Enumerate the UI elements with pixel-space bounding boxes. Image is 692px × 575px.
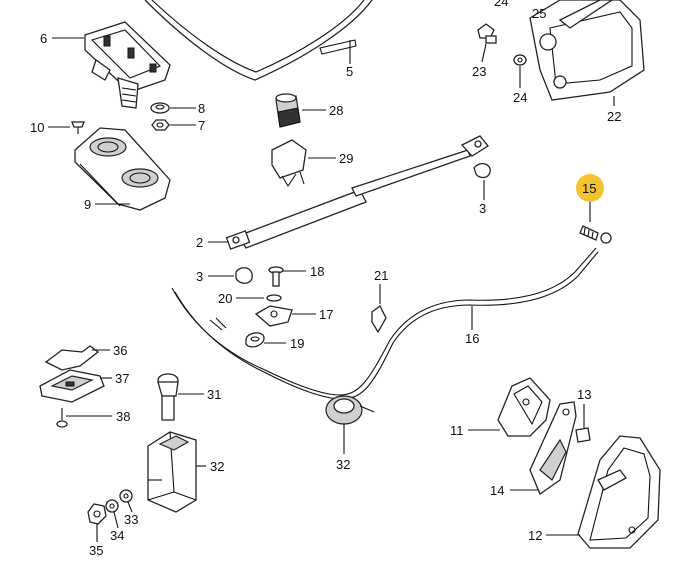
cable-clip-21 <box>371 305 387 334</box>
callout-13: 13 <box>577 387 591 402</box>
callout-32-knob: 32 <box>336 457 350 472</box>
callout-15: 15 <box>582 181 596 196</box>
callout-9: 9 <box>84 197 91 212</box>
callout-18: 18 <box>310 264 324 279</box>
hinge-assembly-22 <box>529 0 645 101</box>
striker-plate-9 <box>74 127 171 211</box>
adjuster-knob-32 <box>325 395 375 425</box>
callout-12: 12 <box>528 528 542 543</box>
callout-35: 35 <box>89 543 103 558</box>
callout-38: 38 <box>116 409 130 424</box>
nut-7 <box>151 119 170 131</box>
callout-21: 21 <box>374 268 388 283</box>
screw-38 <box>56 408 68 428</box>
callout-10: 10 <box>30 120 44 135</box>
highlight-marker-15 <box>576 174 604 202</box>
callout-17: 17 <box>319 307 333 322</box>
lock-cover-12 <box>577 435 661 549</box>
callout-22: 22 <box>607 109 621 124</box>
callout-labels: 6 8 7 10 9 5 28 29 2 3 3 18 20 17 19 21 … <box>30 0 621 558</box>
callout-5: 5 <box>346 64 353 79</box>
callout-3-lower: 3 <box>196 269 203 284</box>
spring-plate-36 <box>44 345 100 371</box>
rubber-bump-28 <box>275 93 301 128</box>
callout-29: 29 <box>339 151 353 166</box>
clip-3-lower <box>235 267 253 284</box>
nut-19 <box>245 332 265 348</box>
clip-3-upper <box>473 162 491 179</box>
lock-housing-11 <box>497 377 551 437</box>
release-cable-16 <box>171 247 599 400</box>
leader-lines <box>48 37 615 542</box>
screw-18 <box>268 266 284 287</box>
callout-8: 8 <box>198 101 205 116</box>
gas-strut-2 <box>225 135 489 250</box>
screw-10 <box>71 121 85 134</box>
bolt-23 <box>477 23 497 44</box>
rubber-stop-31 <box>157 373 179 421</box>
washer-24 <box>513 54 527 66</box>
callout-28: 28 <box>329 103 343 118</box>
buffer-cap-29 <box>271 139 307 188</box>
cable-end-15 <box>579 225 612 244</box>
callout-32-left: 32 <box>210 459 224 474</box>
callout-33: 33 <box>124 512 138 527</box>
lock-block-37 <box>39 369 105 403</box>
bolt-13 <box>575 427 591 443</box>
callout-34: 34 <box>110 528 124 543</box>
callout-20: 20 <box>218 291 232 306</box>
callout-19: 19 <box>290 336 304 351</box>
washer-8 <box>150 102 170 114</box>
callout-23: 23 <box>472 64 486 79</box>
nut-35 <box>87 503 107 525</box>
callout-25: 25 <box>532 6 546 21</box>
bracket-17 <box>254 305 293 327</box>
callout-36: 36 <box>113 343 127 358</box>
bracket-32-left <box>147 431 197 513</box>
callout-7: 7 <box>198 118 205 133</box>
callout-6: 6 <box>40 31 47 46</box>
washer-33 <box>119 489 133 503</box>
callout-24-top: 24 <box>494 0 508 9</box>
hood-panel <box>144 0 373 81</box>
washer-20 <box>266 294 282 302</box>
callout-24: 24 <box>513 90 527 105</box>
callout-2: 2 <box>196 235 203 250</box>
latch-assembly-6 <box>84 21 171 109</box>
callout-3-upper: 3 <box>479 201 486 216</box>
callout-14: 14 <box>490 483 504 498</box>
lever-14 <box>529 401 577 495</box>
callout-31: 31 <box>207 387 221 402</box>
callout-16: 16 <box>465 331 479 346</box>
washer-34 <box>105 499 119 513</box>
callout-37: 37 <box>115 371 129 386</box>
callout-11: 11 <box>450 423 464 438</box>
